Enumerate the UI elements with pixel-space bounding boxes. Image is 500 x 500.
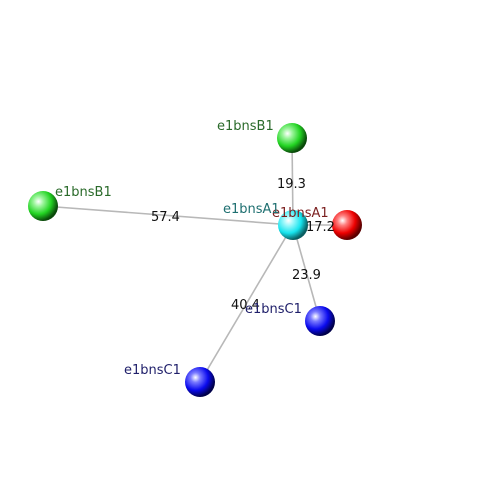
distance-label-red: 17.2 — [306, 220, 335, 235]
atom-label-green-left: e1bnsB1 — [55, 185, 112, 200]
distance-label-blue-right: 23.9 — [292, 268, 321, 283]
distance-label-blue-bottom: 40.4 — [231, 298, 260, 313]
bonds — [42, 137, 347, 383]
atom-green-top[interactable] — [277, 123, 307, 153]
bond-center-blue-bottom — [199, 224, 294, 383]
atom-label-green-top: e1bnsB1 — [217, 119, 274, 134]
distance-labels: 19.3 57.4 23.9 40.4 — [151, 177, 321, 313]
atom-red[interactable] — [332, 210, 362, 240]
atom-label-blue-bottom: e1bnsC1 — [124, 363, 181, 378]
atom-labels: e1bnsB1 e1bnsB1 e1bnsA1 e1bnsA1 e1bnsC1 … — [55, 119, 329, 378]
atom-label-red: e1bnsA1 — [272, 206, 329, 221]
bond-center-green-left — [42, 205, 294, 226]
atom-green-left[interactable] — [28, 191, 58, 221]
bond-center-blue-right — [292, 224, 321, 322]
distance-label-green-top: 19.3 — [277, 177, 306, 192]
atom-blue-right[interactable] — [305, 306, 335, 336]
distance-label-green-left: 57.4 — [151, 210, 180, 225]
atom-label-blue-right: e1bnsC1 — [245, 302, 302, 317]
atom-center[interactable] — [278, 210, 308, 240]
atom-blue-bottom[interactable] — [185, 367, 215, 397]
atoms — [28, 123, 362, 397]
atom-label-center: e1bnsA1 — [223, 202, 280, 217]
